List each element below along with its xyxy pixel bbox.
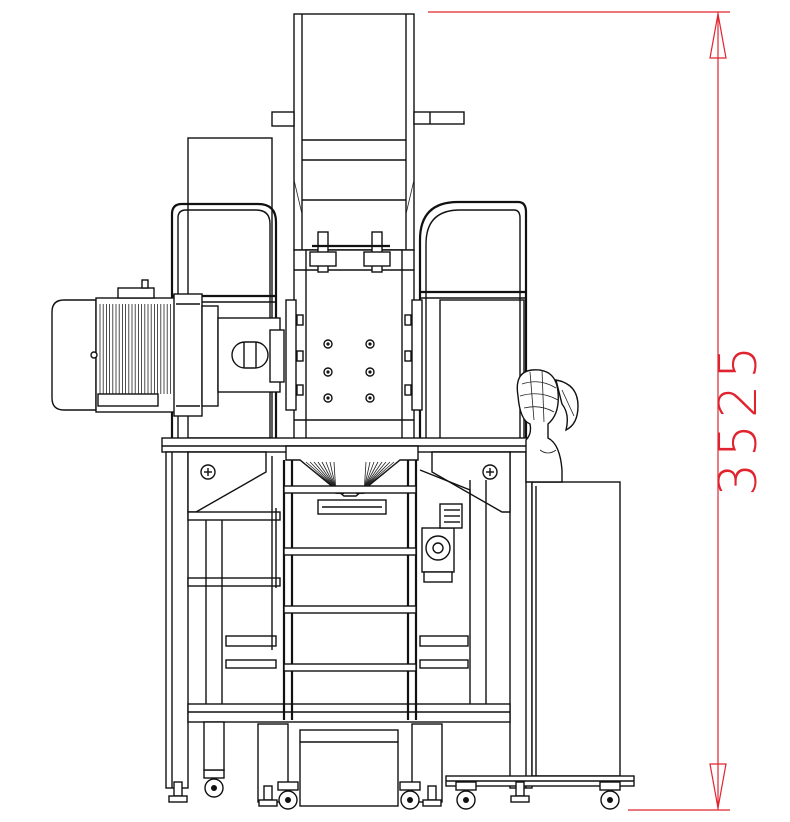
bolt-center (326, 396, 330, 400)
bolt-center (368, 342, 372, 346)
discharge-funnel (285, 445, 419, 515)
leveling-stem (263, 785, 273, 801)
caster-hub (211, 785, 217, 791)
ladder-rung (283, 485, 417, 494)
caster-bracket (599, 781, 621, 791)
clamp (296, 384, 304, 396)
caster-bracket (277, 781, 299, 791)
leveling-stem (515, 781, 525, 797)
leveling-stem (173, 781, 183, 797)
casters-and-feet (168, 721, 621, 810)
clamp (296, 314, 304, 326)
height-dimension-value: 3525 (709, 340, 769, 496)
shaft-housing (217, 317, 285, 393)
caster-hub (463, 797, 469, 803)
ladder-rung (283, 663, 417, 672)
caster-hub (285, 797, 291, 803)
leveling-stem (427, 785, 437, 801)
human-scale-figure (516, 369, 579, 483)
bolt-center (326, 342, 330, 346)
leveling-foot (422, 799, 442, 807)
caster-hub (407, 797, 413, 803)
clamp (404, 314, 412, 326)
height-dimension: 3525 (428, 11, 769, 811)
feed-chute (271, 13, 465, 251)
caster-hub (607, 797, 613, 803)
electric-motor (51, 279, 219, 417)
clamp (404, 350, 412, 362)
bolt-center (368, 370, 372, 374)
main-frame (161, 437, 533, 789)
caster-leg (203, 721, 225, 771)
clamp (296, 350, 304, 362)
bolt-center (368, 396, 372, 400)
right-guard-rail (418, 200, 528, 440)
bolt-center (326, 370, 330, 374)
leveling-foot (510, 795, 530, 803)
caster-bracket (203, 769, 225, 779)
crusher-body (285, 231, 423, 447)
leveling-foot (258, 799, 278, 807)
access-ladder (282, 460, 418, 720)
caster-bracket (399, 781, 421, 791)
side-casing (271, 456, 471, 650)
ladder-rung (283, 605, 417, 614)
caster-bracket (455, 781, 477, 791)
clamp (404, 384, 412, 396)
leveling-foot (168, 795, 188, 803)
ladder-rung (283, 547, 417, 556)
control-cabinet (445, 481, 635, 787)
gear-motor (421, 503, 463, 583)
